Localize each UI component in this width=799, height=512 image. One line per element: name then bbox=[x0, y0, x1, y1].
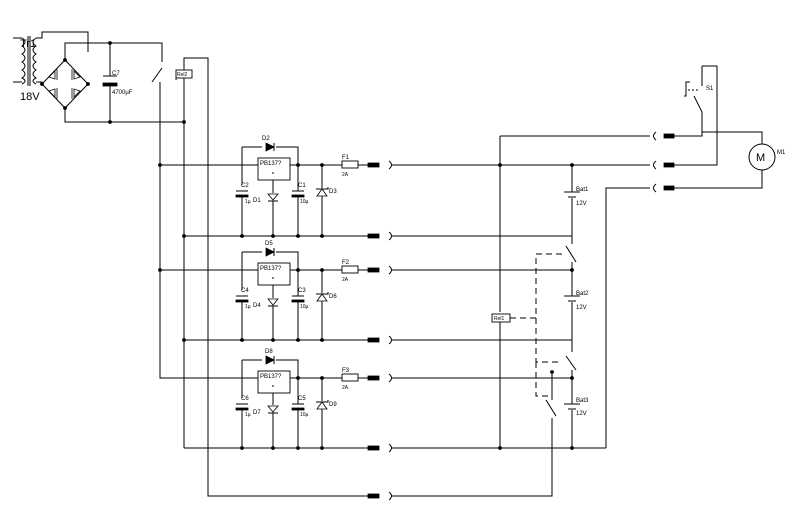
battery-bank-wiring bbox=[392, 135, 650, 497]
socket-connector bbox=[388, 160, 392, 170]
series-relay: Rel1 bbox=[491, 236, 577, 460]
plug-connector bbox=[663, 185, 675, 191]
cap-out-2-value: 10µ bbox=[300, 304, 309, 310]
socket-connector bbox=[388, 373, 392, 383]
cap-in-3: C6 bbox=[241, 396, 249, 402]
battery-2-ref: Bat2 bbox=[576, 291, 589, 297]
socket-connector bbox=[388, 265, 392, 275]
cap-out-1: C1 bbox=[298, 183, 306, 189]
diode-low-1: D1 bbox=[253, 198, 261, 204]
bridge-diode bbox=[71, 69, 81, 80]
fuse-2: F2 bbox=[342, 260, 350, 266]
bridge-rectifier bbox=[40, 42, 185, 123]
zener-3: D9 bbox=[329, 402, 337, 408]
cap-in-3-value: 1µ bbox=[245, 412, 251, 418]
cap-out-3-value: 10µ bbox=[300, 412, 309, 418]
fuse-3: F3 bbox=[342, 368, 350, 374]
motor: M M1 bbox=[674, 131, 786, 189]
battery-2-voltage: 12V bbox=[576, 305, 587, 311]
diode-low-2: D4 bbox=[253, 303, 261, 309]
plug-connector bbox=[367, 375, 380, 381]
connector-column-right bbox=[572, 131, 675, 448]
socket-connector bbox=[388, 231, 392, 241]
plug-connector bbox=[367, 233, 380, 239]
regulator-1-label: PB137? bbox=[260, 161, 282, 167]
plug-connector bbox=[367, 445, 380, 451]
switch-s1-ref: S1 bbox=[706, 86, 714, 92]
zener-1: D3 bbox=[329, 189, 337, 195]
plug-connector bbox=[663, 162, 675, 168]
socket-connector bbox=[388, 335, 392, 345]
c7-ref: C7 bbox=[112, 71, 120, 77]
battery-3: Bat3 12V bbox=[564, 378, 589, 448]
connector-column-left bbox=[367, 160, 392, 501]
diode-top-1: D2 bbox=[262, 136, 270, 142]
motor-switch: S1 bbox=[674, 65, 718, 166]
battery-1: Bat1 12V bbox=[564, 165, 589, 236]
regulator-2-label: PB137? bbox=[260, 266, 282, 272]
socket-connector bbox=[388, 491, 392, 501]
regulator-3-label: PB137? bbox=[260, 374, 282, 380]
socket-connector bbox=[653, 160, 657, 170]
bridge-diode bbox=[48, 69, 58, 80]
cap-in-2: C4 bbox=[241, 288, 249, 294]
battery-1-voltage: 12V bbox=[576, 201, 587, 207]
cap-in-1: C2 bbox=[241, 183, 249, 189]
bridge-diode bbox=[71, 88, 81, 99]
rel1-ref: Rel1 bbox=[494, 316, 505, 322]
plug-connector bbox=[367, 493, 380, 499]
motor-letter: M bbox=[756, 152, 765, 164]
regulator-stage-2: PB137? D5 D4 C4 1µ C3 10µ D6 F2 2A bbox=[235, 241, 370, 342]
battery-2: Bat2 12V bbox=[564, 270, 589, 340]
fuse-1: F1 bbox=[342, 155, 350, 161]
bridge-diode bbox=[48, 88, 58, 99]
zener-2: D6 bbox=[329, 294, 337, 300]
cap-out-1-value: 10µ bbox=[300, 199, 309, 205]
diode-top-2: D5 bbox=[265, 241, 273, 247]
cap-out-2: C3 bbox=[298, 288, 306, 294]
transformer-voltage: 18V bbox=[20, 91, 40, 103]
regulator-stage-1: PB137? D2 D1 C2 1µ C1 10µ D3 F1 2A bbox=[235, 136, 370, 238]
battery-1-ref: Bat1 bbox=[576, 187, 589, 193]
socket-connector bbox=[653, 183, 657, 193]
plug-connector bbox=[367, 267, 380, 273]
c7-value: 4700µF bbox=[112, 90, 133, 96]
plug-connector bbox=[367, 162, 380, 168]
socket-connector bbox=[653, 131, 657, 141]
plug-connector bbox=[663, 133, 675, 139]
plug-connector bbox=[367, 337, 380, 343]
fuse-1-value: 2A bbox=[342, 172, 349, 178]
battery-3-ref: Bat3 bbox=[576, 398, 589, 404]
diode-top-3: D8 bbox=[265, 349, 273, 355]
cap-in-1-value: 1µ bbox=[245, 199, 251, 205]
rel2-ref: Rel2 bbox=[177, 72, 188, 78]
diode-low-3: D7 bbox=[253, 410, 261, 416]
capacitor-c7: C7 4700µF bbox=[102, 41, 133, 124]
cap-out-3: C5 bbox=[298, 396, 306, 402]
battery-3-voltage: 12V bbox=[576, 411, 587, 417]
motor-m1-symbol bbox=[748, 143, 776, 171]
fuse-2-value: 2A bbox=[342, 277, 349, 283]
motor-ref: M1 bbox=[777, 150, 786, 156]
socket-connector bbox=[388, 443, 392, 453]
fuse-3-value: 2A bbox=[342, 385, 349, 391]
main-switch-relay: Rel2 bbox=[110, 42, 368, 497]
regulator-stage-3: PB137? D8 D7 C6 1µ C5 10µ D9 F3 2A bbox=[235, 349, 370, 450]
transformer: Tr1 18V bbox=[13, 31, 89, 103]
cap-in-2-value: 1µ bbox=[245, 304, 251, 310]
stage-rails bbox=[158, 120, 368, 449]
